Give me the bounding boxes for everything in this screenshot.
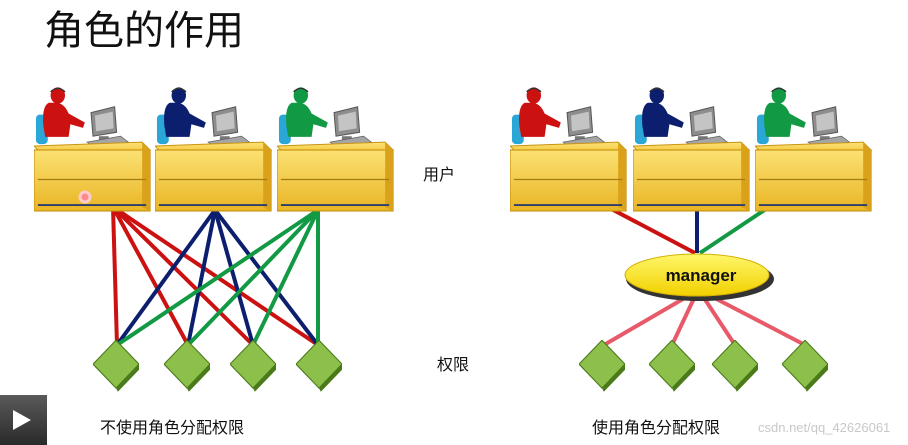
permissions-label: 权限 — [437, 355, 469, 374]
users-label: 用户 — [423, 165, 455, 184]
left-user-1 — [34, 86, 152, 212]
role-label: manager — [666, 266, 737, 285]
role-manager: manager — [624, 253, 774, 301]
left-permission-2 — [164, 340, 210, 392]
watermark: csdn.net/qq_42626061 — [758, 420, 890, 435]
right-role-permission-links — [602, 290, 806, 347]
right-permission-3 — [712, 340, 758, 392]
left-permission-3 — [230, 340, 276, 392]
slide-title: 角色的作用 — [44, 8, 244, 54]
left-user-3 — [277, 86, 395, 212]
right-permission-2 — [649, 340, 695, 392]
right-caption: 使用角色分配权限 — [592, 418, 720, 437]
right-user-2 — [633, 86, 751, 212]
cursor-marker — [78, 190, 92, 204]
left-permission-4 — [296, 340, 342, 392]
left-direct-links — [111, 205, 320, 347]
left-user-2 — [155, 86, 273, 212]
right-permission-1 — [579, 340, 625, 392]
left-caption: 不使用角色分配权限 — [100, 418, 244, 437]
right-permission-4 — [782, 340, 828, 392]
play-icon — [13, 410, 31, 430]
play-button[interactable] — [0, 395, 47, 445]
right-user-3 — [755, 86, 873, 212]
left-permission-1 — [93, 340, 139, 392]
right-user-1 — [510, 86, 628, 212]
